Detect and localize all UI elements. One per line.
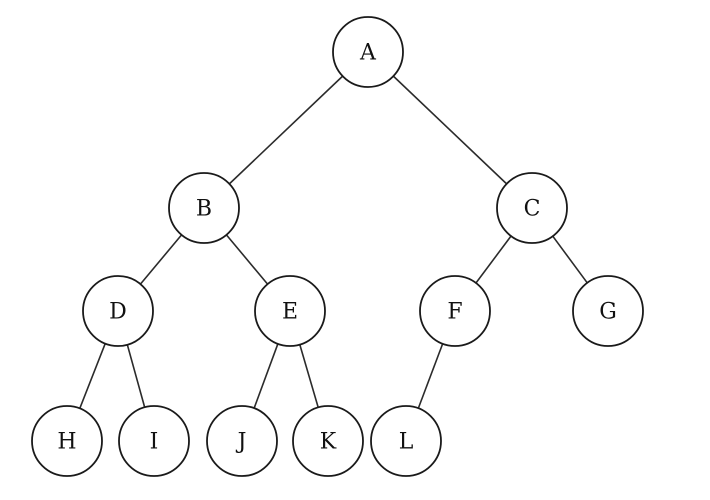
node-label: A [359, 41, 377, 66]
edge-a-b [228, 75, 344, 185]
node-label: L [399, 430, 414, 455]
node-circle [370, 405, 442, 477]
node-label: J [236, 430, 247, 455]
node-circle [82, 275, 154, 347]
node-b: B [168, 172, 240, 244]
edge-a-c [392, 75, 508, 185]
node-circle [118, 405, 190, 477]
tree-nodes: A B C D E F G H I J K L [31, 16, 644, 477]
node-circle [206, 405, 278, 477]
node-circle [254, 275, 326, 347]
edge-e-j [253, 343, 279, 409]
node-j: J [206, 405, 278, 477]
node-circle [168, 172, 240, 244]
node-i: I [118, 405, 190, 477]
node-label: E [282, 300, 298, 325]
node-label: C [524, 197, 541, 222]
node-label: F [447, 300, 462, 325]
node-circle [496, 172, 568, 244]
node-label: I [150, 430, 159, 455]
node-h: H [31, 405, 103, 477]
edge-b-e [225, 234, 269, 285]
edge-c-g [552, 235, 588, 284]
node-g: G [572, 275, 644, 347]
node-e: E [254, 275, 326, 347]
node-a: A [332, 16, 404, 88]
node-label: K [320, 430, 337, 455]
node-label: D [109, 300, 127, 325]
node-label: H [57, 430, 76, 455]
node-f: F [419, 275, 491, 347]
edge-f-l [417, 343, 444, 409]
node-l: L [370, 405, 442, 477]
node-label: G [599, 300, 617, 325]
tree-edges [79, 75, 588, 409]
edge-d-h [79, 343, 106, 409]
node-label: B [196, 197, 212, 222]
edge-e-k [299, 344, 319, 408]
node-circle [419, 275, 491, 347]
node-circle [31, 405, 103, 477]
edge-c-f [475, 235, 512, 284]
node-circle [292, 405, 364, 477]
node-circle [332, 16, 404, 88]
edge-b-d [139, 234, 183, 285]
node-d: D [82, 275, 154, 347]
node-circle [572, 275, 644, 347]
node-c: C [496, 172, 568, 244]
node-k: K [292, 405, 364, 477]
edge-d-i [126, 344, 146, 408]
